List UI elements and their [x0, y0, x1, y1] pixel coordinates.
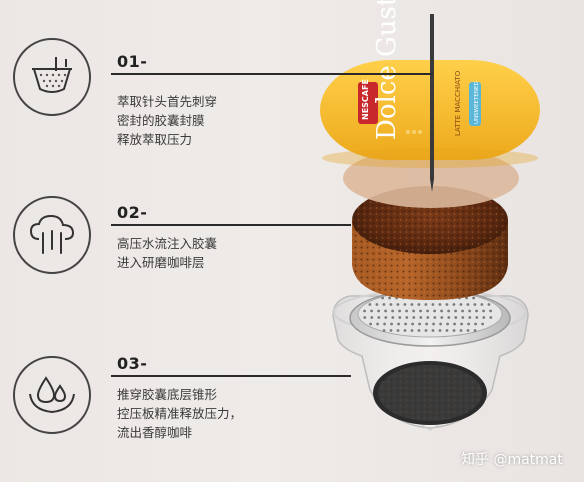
- lid-tag-badge: [469, 82, 481, 126]
- step-number: 01-: [117, 52, 148, 71]
- lid-brand: NESCAFÉ: [359, 79, 370, 120]
- step-number: 02-: [117, 203, 148, 222]
- water-drops-icon: [13, 356, 91, 434]
- pressure-plate: [373, 361, 487, 425]
- leader-line: [111, 73, 433, 75]
- lid-tag: UNSWEETENED: [474, 81, 480, 124]
- filter-basket-icon: [13, 38, 91, 116]
- leader-line: [111, 224, 351, 226]
- step-description: 萃取针头首先刺穿 密封的胶囊封膜 释放萃取压力: [117, 94, 218, 147]
- watermark: 知乎 @matmat: [461, 452, 563, 468]
- step-description: 推穿胶囊底层锥形 控压板精准释放压力， 流出香醇咖啡: [117, 387, 243, 440]
- leader-line: [111, 375, 351, 377]
- extraction-needle: [430, 14, 434, 192]
- lid-product: Dolce Gusto: [372, 0, 402, 140]
- step-number: 03-: [117, 354, 148, 373]
- nescafe-badge: [358, 82, 378, 124]
- cloud-rain-icon: [13, 196, 91, 274]
- step-description: 高压水流注入胶囊 进入研磨咖啡层: [117, 236, 218, 270]
- lid-variant: LATTE MACCHIATO: [454, 70, 462, 136]
